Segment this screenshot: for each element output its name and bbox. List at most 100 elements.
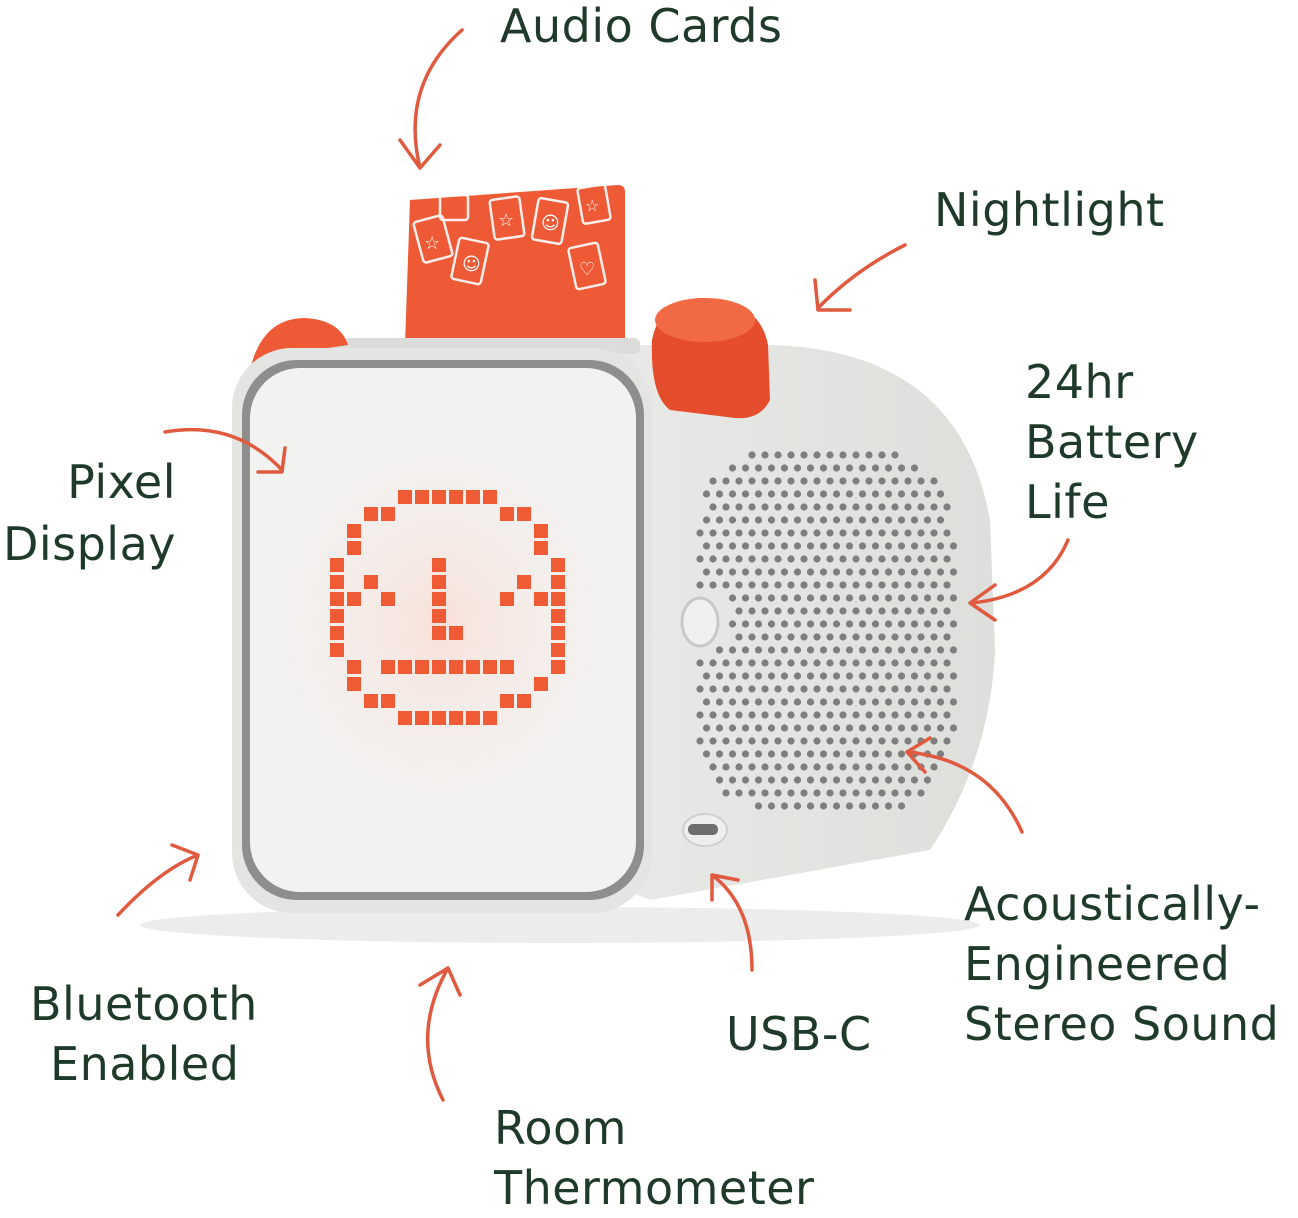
grille-hole — [904, 477, 912, 485]
grille-hole — [852, 451, 860, 459]
pixel — [500, 694, 514, 708]
grille-hole — [754, 724, 763, 732]
grille-hole — [774, 555, 782, 563]
grille-hole — [819, 724, 828, 732]
grille-hole — [943, 607, 951, 615]
grille-hole — [943, 503, 951, 511]
grille-hole — [871, 620, 880, 628]
grille-hole — [722, 529, 730, 537]
grille-hole — [761, 711, 769, 719]
grille-hole — [832, 646, 841, 654]
grille-hole — [936, 646, 945, 654]
grille-hole — [845, 724, 854, 732]
grille-hole — [702, 542, 711, 550]
label-usb-c: USB-C — [726, 1007, 872, 1061]
grille-hole — [884, 620, 893, 628]
grille-hole — [897, 672, 906, 680]
grille-hole — [917, 685, 925, 693]
grille-hole — [897, 542, 906, 550]
grille-hole — [702, 672, 711, 680]
grille-hole — [949, 646, 958, 654]
grille-hole — [787, 711, 795, 719]
grille-hole — [709, 737, 717, 745]
grille-hole — [930, 685, 938, 693]
grille-hole — [832, 568, 841, 576]
smile-icon: ☺ — [462, 254, 481, 275]
pixel — [551, 626, 565, 640]
grille-hole — [787, 633, 795, 641]
grille-hole — [852, 477, 860, 485]
grille-hole — [897, 724, 906, 732]
grille-hole — [878, 737, 886, 745]
grille-hole — [793, 698, 802, 706]
grille-hole — [910, 672, 919, 680]
pixel — [330, 626, 344, 640]
grille-hole — [936, 750, 945, 758]
grille-hole — [904, 555, 912, 563]
grille-hole — [806, 542, 815, 550]
grille-hole — [735, 607, 743, 615]
grille-hole — [709, 659, 717, 667]
grille-hole — [936, 724, 945, 732]
grille-hole — [891, 555, 899, 563]
grille-hole — [696, 737, 704, 745]
grille-hole — [923, 776, 932, 784]
grille-hole — [741, 594, 750, 602]
grille-hole — [728, 672, 737, 680]
grille-hole — [793, 776, 802, 784]
pixel — [364, 575, 378, 589]
grille-hole — [767, 620, 776, 628]
grille-hole — [767, 672, 776, 680]
grille-hole — [839, 711, 847, 719]
grille-hole — [839, 685, 847, 693]
grille-hole — [728, 516, 737, 524]
pixel — [432, 711, 446, 725]
grille-hole — [897, 646, 906, 654]
grille-hole — [936, 620, 945, 628]
grille-hole — [839, 789, 847, 797]
grille-hole — [839, 555, 847, 563]
grille-hole — [910, 594, 919, 602]
grille-hole — [936, 516, 945, 524]
grille-hole — [806, 516, 815, 524]
grille-hole — [923, 672, 932, 680]
grille-hole — [936, 594, 945, 602]
grille-hole — [728, 776, 737, 784]
grille-hole — [832, 802, 841, 810]
grille-hole — [878, 555, 886, 563]
pixel — [551, 643, 565, 657]
grille-hole — [735, 737, 743, 745]
grille-hole — [806, 620, 815, 628]
grille-hole — [754, 568, 763, 576]
grille-hole — [767, 802, 776, 810]
grille-hole — [741, 672, 750, 680]
grille-hole — [891, 503, 899, 511]
grille-hole — [871, 568, 880, 576]
grille-hole — [800, 711, 808, 719]
grille-hole — [806, 464, 815, 472]
pixel — [432, 592, 446, 606]
grille-hole — [767, 776, 776, 784]
label-battery-line1: 24hr — [1025, 355, 1134, 409]
pixel — [551, 558, 565, 572]
grille-hole — [826, 763, 834, 771]
grille-hole — [780, 802, 789, 810]
grille-hole — [793, 568, 802, 576]
grille-hole — [936, 542, 945, 550]
grille-hole — [832, 516, 841, 524]
grille-hole — [904, 503, 912, 511]
grille-hole — [871, 490, 880, 498]
pixel — [347, 677, 361, 691]
pixel — [364, 507, 378, 521]
grille-hole — [878, 633, 886, 641]
grille-hole — [767, 516, 776, 524]
pixel — [347, 592, 361, 606]
grille-hole — [748, 581, 756, 589]
grille-hole — [761, 503, 769, 511]
grille-hole — [832, 750, 841, 758]
grille-hole — [904, 685, 912, 693]
grille-hole — [943, 633, 951, 641]
grille-hole — [780, 568, 789, 576]
grille-hole — [748, 607, 756, 615]
grille-hole — [806, 698, 815, 706]
